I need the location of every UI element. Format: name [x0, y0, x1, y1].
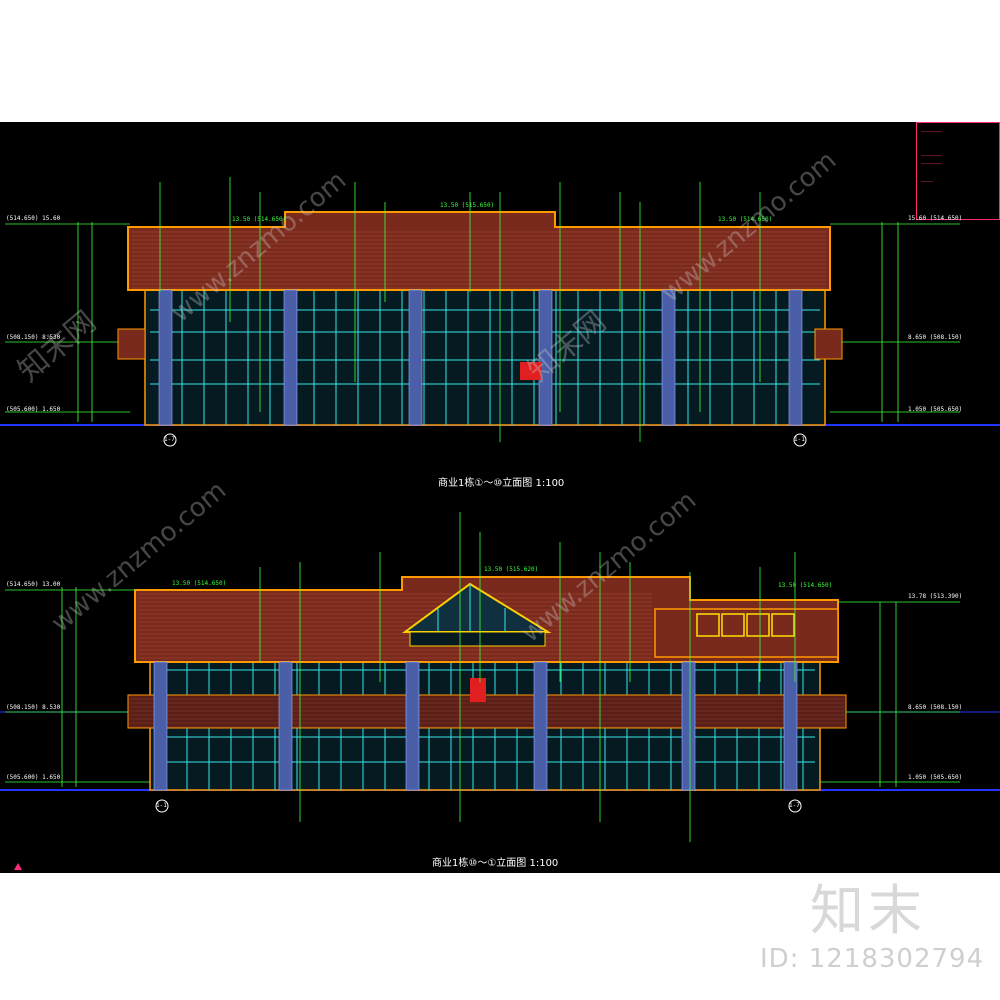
- cad-drawing-canvas: ——————— ——————— ——————— ———— (514.650) 1…: [0, 122, 1000, 873]
- image-id-text: ID: 1218302794: [760, 944, 985, 974]
- lower-elevation-title: 商业1栋⑩～①立面图 1:100: [432, 858, 559, 869]
- upper-roof-tag-1: 13.50 (514.650): [232, 216, 287, 223]
- lower-level-left-3: (505.600) 1.650: [6, 774, 61, 781]
- lower-level-right-2: 8.650 (508.150): [908, 704, 963, 711]
- lower-level-right-3: 1.050 (505.650): [908, 774, 963, 781]
- brand-logo-text: 知末: [810, 879, 926, 942]
- legend-box: ——————— ——————— ——————— ————: [916, 122, 1000, 220]
- lower-level-right-1: 13.78 (513.390): [908, 593, 963, 600]
- lower-level-left-1: (514.650) 13.00: [6, 581, 61, 588]
- lower-roof-tag-1: 13.50 (514.650): [172, 580, 227, 587]
- upper-level-left-3: (505.600) 1.650: [6, 406, 61, 413]
- lower-level-left-2: (508.150) 8.530: [6, 704, 61, 711]
- elevation-drawing: [0, 177, 1000, 870]
- upper-level-right-3: 1.050 (505.650): [908, 406, 963, 413]
- lower-axis-right: 1-7: [789, 802, 800, 809]
- lower-roof-tag-2: 13.50 (515.620): [484, 566, 539, 573]
- lower-elevation: [0, 512, 1000, 870]
- upper-axis-left: 1-7: [164, 436, 175, 443]
- upper-level-right-1: 15.60 (514.650): [908, 215, 963, 222]
- upper-elevation-title: 商业1栋①～⑩立面图 1:100: [438, 478, 565, 489]
- upper-roof-tag-2: 13.50 (515.650): [440, 202, 495, 209]
- lower-roof-tag-3: 13.50 (514.650): [778, 582, 833, 589]
- upper-roof-tag-3: 13.50 (514.650): [718, 216, 773, 223]
- lower-axis-left: 1-1: [156, 802, 167, 809]
- upper-level-left-1: (514.650) 15.60: [6, 215, 61, 222]
- upper-level-right-2: 8.650 (508.150): [908, 334, 963, 341]
- upper-elevation: [0, 177, 1000, 447]
- upper-axis-right: 1-1: [794, 436, 805, 443]
- upper-level-left-2: (508.150) 8.530: [6, 334, 61, 341]
